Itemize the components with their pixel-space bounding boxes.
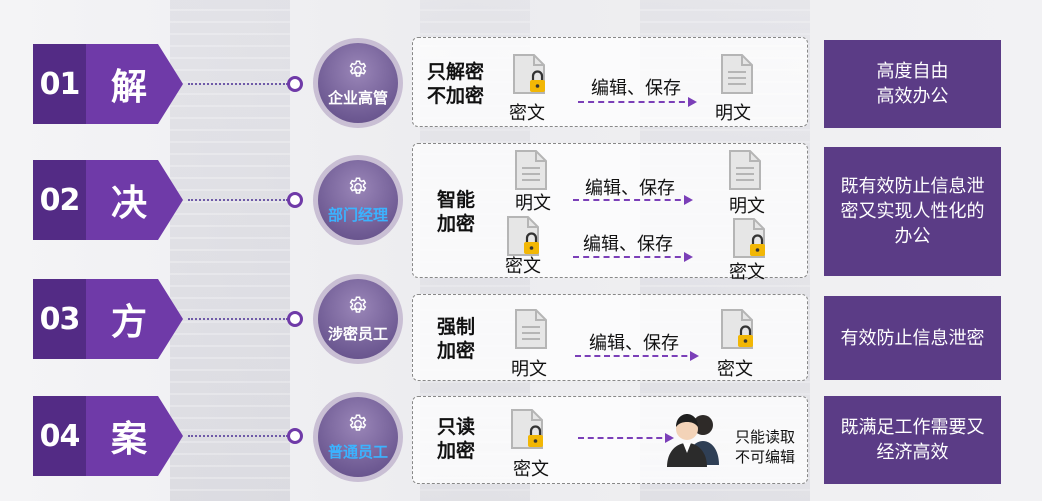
dashed-arrow <box>578 433 674 443</box>
role-badge: 普通员工 <box>313 392 403 482</box>
document-icon <box>729 150 761 190</box>
number-tab: 04 案 <box>33 396 183 476</box>
result-box: 有效防止信息泄密 <box>824 296 1001 380</box>
result-box: 既有效防止信息泄密又实现人性化的办公 <box>824 147 1001 276</box>
document-label: 密文 <box>505 256 541 277</box>
number-tab: 03 方 <box>33 279 183 359</box>
gear-icon <box>349 296 367 313</box>
gear-icon <box>349 414 367 431</box>
row-number: 04 <box>33 396 86 476</box>
encryption-panel: 强制 加密 明文 编辑、保存 密文 <box>412 294 808 381</box>
dotted-connector <box>188 318 288 320</box>
result-box: 既满足工作需要又经济高效 <box>824 396 1001 484</box>
number-tab: 02 决 <box>33 160 183 240</box>
result-box: 高度自由 高效办公 <box>824 40 1001 128</box>
mode-label: 强制 加密 <box>437 316 476 362</box>
document-icon <box>721 54 753 94</box>
encryption-panel: 智能 加密 明文 编辑、保存 明文 密文 编辑、保存 密文 <box>412 143 808 283</box>
document-icon <box>515 150 547 190</box>
row-number: 02 <box>33 160 86 240</box>
document-label: 明文 <box>511 359 547 380</box>
row-character: 解 <box>110 67 147 108</box>
encryption-panel: 只解密 不加密 密文 编辑、保存 明文 <box>412 37 808 127</box>
document-label: 密文 <box>509 103 545 124</box>
role-label: 部门经理 <box>327 205 388 224</box>
connector-ring <box>287 76 303 92</box>
row-character: 案 <box>110 419 147 460</box>
document-icon <box>515 309 547 349</box>
dotted-connector <box>188 435 288 437</box>
role-label: 企业高管 <box>327 88 388 107</box>
locked-document-icon <box>507 216 539 256</box>
role-label: 普通员工 <box>327 442 388 461</box>
document-label: 明文 <box>515 193 551 214</box>
action-label: 编辑、保存 <box>589 333 679 354</box>
row-number: 03 <box>33 279 86 359</box>
encryption-panel: 只读 加密 密文 只能读取 不可编辑 <box>412 396 808 484</box>
permission-note: 只能读取 不可编辑 <box>735 428 796 466</box>
document-label: 密文 <box>717 359 753 380</box>
row-character: 决 <box>110 183 147 224</box>
mode-label: 智能 加密 <box>437 189 476 235</box>
mode-label: 只解密 不加密 <box>427 61 485 107</box>
connector-ring <box>287 192 303 208</box>
action-label: 编辑、保存 <box>585 178 675 199</box>
role-badge: 企业高管 <box>313 38 403 128</box>
locked-document-icon <box>513 54 545 94</box>
background-building <box>170 0 290 501</box>
locked-document-icon <box>721 309 753 349</box>
row-character: 方 <box>110 302 147 343</box>
document-label: 密文 <box>513 459 549 480</box>
document-label: 明文 <box>729 196 765 217</box>
document-label: 密文 <box>729 262 765 283</box>
connector-ring <box>287 311 303 327</box>
mode-label: 只读 加密 <box>437 416 476 462</box>
locked-document-icon <box>733 218 765 258</box>
dotted-connector <box>188 83 288 85</box>
number-tab: 01 解 <box>33 44 183 124</box>
document-label: 明文 <box>715 103 751 124</box>
role-badge: 涉密员工 <box>313 274 403 364</box>
gear-icon <box>349 60 367 77</box>
role-badge: 部门经理 <box>313 155 403 245</box>
dotted-connector <box>188 199 288 201</box>
connector-ring <box>287 428 303 444</box>
dashed-arrow <box>578 97 697 107</box>
action-label: 编辑、保存 <box>583 234 673 255</box>
row-number: 01 <box>33 44 86 124</box>
users-icon <box>667 414 719 467</box>
dashed-arrow <box>573 252 693 262</box>
action-label: 编辑、保存 <box>591 78 681 99</box>
dashed-arrow <box>573 195 693 205</box>
locked-document-icon <box>511 409 543 449</box>
dashed-arrow <box>575 351 699 361</box>
gear-icon <box>349 177 367 194</box>
role-label: 涉密员工 <box>327 324 388 343</box>
